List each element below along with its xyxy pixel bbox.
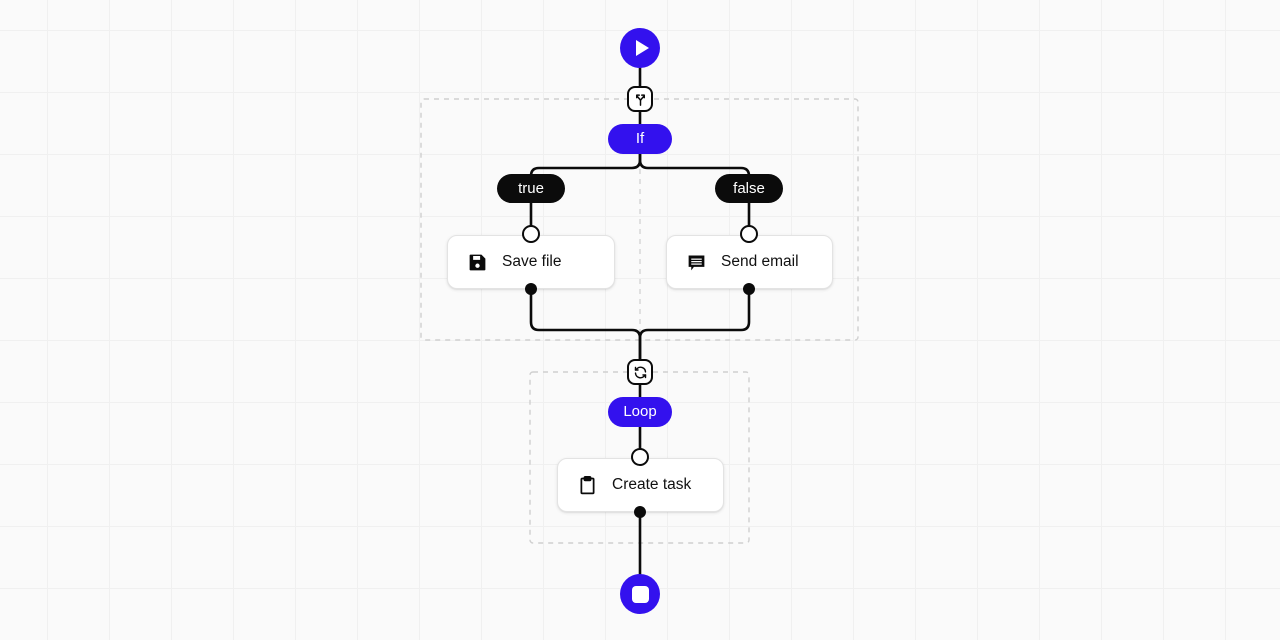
- input-handle-save-file[interactable]: [522, 225, 540, 243]
- loop-node[interactable]: Loop: [608, 397, 672, 427]
- start-node[interactable]: [620, 28, 660, 68]
- node-create-task[interactable]: Create task: [557, 458, 724, 512]
- if-node[interactable]: If: [608, 124, 672, 154]
- edge-save-file-to-merge: [529, 287, 642, 361]
- node-save-file[interactable]: Save file: [447, 235, 615, 289]
- output-handle-save-file[interactable]: [525, 283, 537, 295]
- input-handle-create-task[interactable]: [631, 448, 649, 466]
- node-save-file-label: Save file: [502, 253, 562, 270]
- refresh-icon: [634, 366, 646, 378]
- floppy-disk-icon: [466, 251, 488, 273]
- branch-icon-badge[interactable]: [627, 86, 653, 112]
- edge-send-email-to-merge: [638, 287, 751, 361]
- message-icon: [685, 251, 707, 273]
- input-handle-send-email[interactable]: [740, 225, 758, 243]
- node-create-task-label: Create task: [612, 476, 692, 493]
- branch-label-true[interactable]: true: [497, 174, 565, 203]
- output-handle-send-email[interactable]: [743, 283, 755, 295]
- stop-node[interactable]: [620, 574, 660, 614]
- output-handle-create-task[interactable]: [634, 506, 646, 518]
- stop-icon: [631, 585, 649, 603]
- branch-icon: [635, 93, 645, 106]
- node-send-email[interactable]: Send email: [666, 235, 833, 289]
- loop-icon-badge[interactable]: [627, 359, 653, 385]
- node-send-email-label: Send email: [721, 253, 799, 270]
- play-icon: [635, 40, 649, 56]
- clipboard-icon: [576, 474, 598, 496]
- branch-label-false[interactable]: false: [715, 174, 783, 203]
